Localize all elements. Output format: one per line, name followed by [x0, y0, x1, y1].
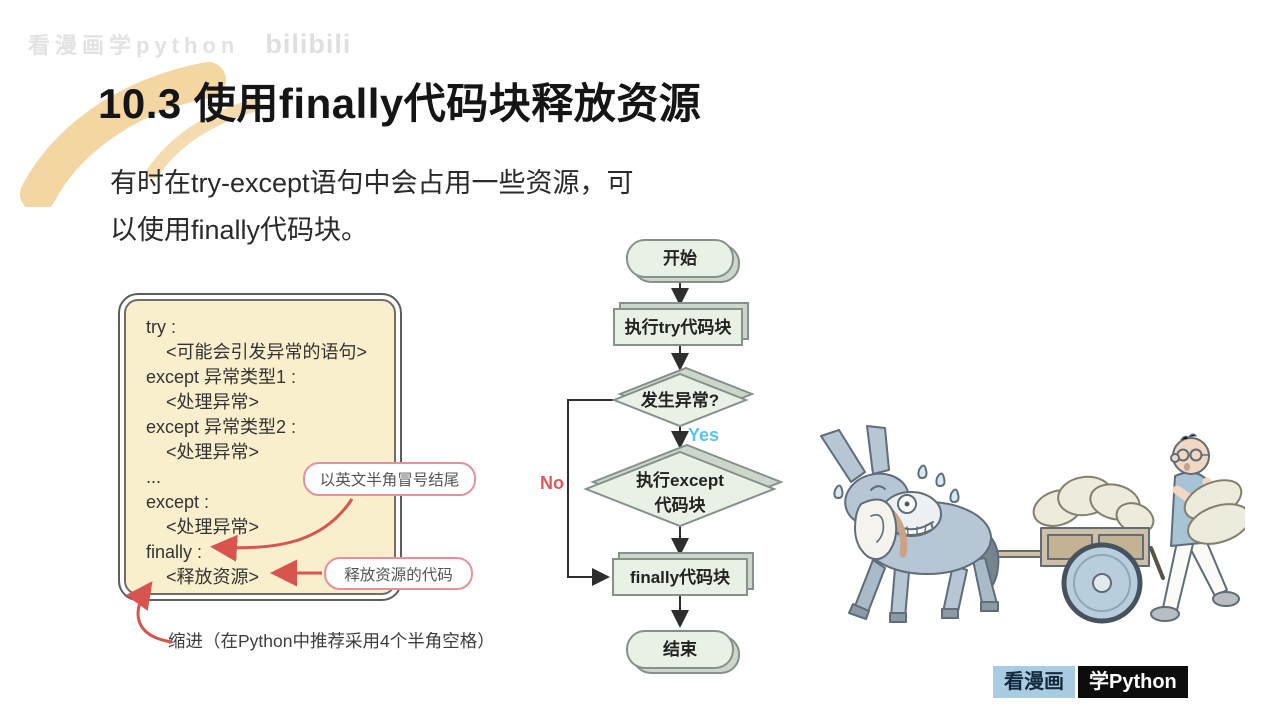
- flow-node-except: 执行except 代码块: [583, 443, 784, 528]
- code-line: finally :: [146, 542, 203, 562]
- man: [1150, 433, 1245, 622]
- flow-node-try: 执行try代码块: [613, 302, 749, 346]
- flow-connectors: [567, 277, 689, 628]
- svg-text:执行except: 执行except: [636, 470, 724, 490]
- svg-text:结束: 结束: [663, 639, 697, 659]
- badge-kanmanhua: 看漫画: [993, 666, 1075, 698]
- callout-colon-tip: 以英文半角冒号结尾: [303, 462, 476, 496]
- badge-xuepython: 学Python: [1078, 666, 1188, 698]
- code-line: <处理异常>: [146, 442, 260, 462]
- watermark-text: 看漫画学python: [28, 33, 240, 58]
- yes-label: Yes: [688, 425, 719, 445]
- page-title: 10.3 使用finally代码块释放资源: [98, 80, 702, 127]
- code-line: except :: [146, 492, 210, 512]
- flow-node-finally: finally代码块: [612, 552, 754, 596]
- no-label: No: [540, 473, 564, 493]
- donkey: [820, 425, 1000, 623]
- flow-node-decision: 发生异常?: [611, 366, 755, 428]
- code-line: ...: [146, 467, 162, 487]
- svg-text:发生异常?: 发生异常?: [640, 390, 719, 410]
- code-line: <处理异常>: [146, 392, 260, 412]
- code-line: except 异常类型2 :: [146, 417, 297, 437]
- donkey-cart-illustration: [820, 425, 1245, 624]
- intro-line-1: 有时在try-except语句中会占用一些资源，可: [110, 168, 634, 198]
- svg-text:开始: 开始: [663, 248, 697, 268]
- footer-badges: 看漫画 学Python: [993, 666, 1188, 698]
- cart-sacks: [1032, 475, 1155, 534]
- cart-wheel: [1061, 542, 1143, 624]
- cart-shaft: [906, 550, 1058, 558]
- code-box: try : <可能会引发异常的语句> except 异常类型1 : <处理异常>…: [118, 293, 402, 601]
- indent-note: 缩进（在Python中推荐采用4个半角空格）: [168, 631, 495, 651]
- code-line: <释放资源>: [146, 567, 260, 587]
- callout-release-tip: 释放资源的代码: [324, 557, 473, 590]
- intro-paragraph: 有时在try-except语句中会占用一些资源，可 以使用finally代码块。: [110, 160, 634, 254]
- flow-node-start: 开始: [626, 239, 740, 283]
- svg-text:finally代码块: finally代码块: [630, 567, 731, 587]
- intro-line-2: 以使用finally代码块。: [110, 215, 369, 245]
- code-line: <可能会引发异常的语句>: [146, 342, 368, 362]
- code-line: except 异常类型1 :: [146, 367, 297, 387]
- flow-node-end: 结束: [626, 630, 740, 674]
- man-head: [1172, 437, 1210, 475]
- watermark: 看漫画学python bilibili: [28, 28, 351, 60]
- code-line: try :: [146, 317, 176, 337]
- cart: [1032, 475, 1165, 624]
- flowchart: 开始 执行try代码块 发生异常? Yes No 执行except 代码块 fi…: [540, 239, 784, 674]
- svg-text:执行try代码块: 执行try代码块: [625, 317, 733, 337]
- code-box-inner: try : <可能会引发异常的语句> except 异常类型1 : <处理异常>…: [124, 299, 396, 595]
- code-line: <处理异常>: [146, 517, 260, 537]
- svg-text:代码块: 代码块: [654, 495, 707, 515]
- no-branch-connector: [567, 399, 614, 586]
- bilibili-logo: bilibili: [265, 28, 352, 59]
